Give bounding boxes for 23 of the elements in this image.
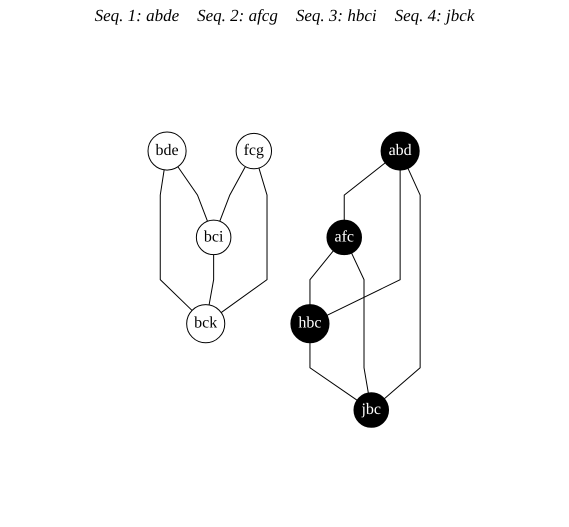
node-circle: afc xyxy=(326,219,362,255)
connector xyxy=(310,250,334,305)
connector xyxy=(384,168,422,400)
node-circle: abd xyxy=(381,131,420,170)
node-circle: bck xyxy=(186,304,226,344)
connector xyxy=(221,167,268,313)
node-circle: hbc xyxy=(290,304,330,344)
connector xyxy=(209,254,215,306)
sequence-label: Seq. 4: jbck xyxy=(394,6,474,26)
node-circle: bde xyxy=(148,131,188,170)
node-circle: fcg xyxy=(236,132,272,170)
connector xyxy=(351,252,370,394)
sequence-label: Seq. 2: afcg xyxy=(197,6,278,26)
connector xyxy=(344,162,386,220)
sequence-label: Seq. 1: abde xyxy=(94,6,180,26)
connector xyxy=(160,169,193,311)
sequence-label: Seq. 3: hbci xyxy=(296,6,377,26)
connector xyxy=(327,169,402,316)
connector xyxy=(310,342,358,401)
node-circle: jbc xyxy=(354,392,390,428)
connector xyxy=(220,166,246,222)
node-circle: bci xyxy=(196,219,232,255)
connector xyxy=(178,166,208,222)
